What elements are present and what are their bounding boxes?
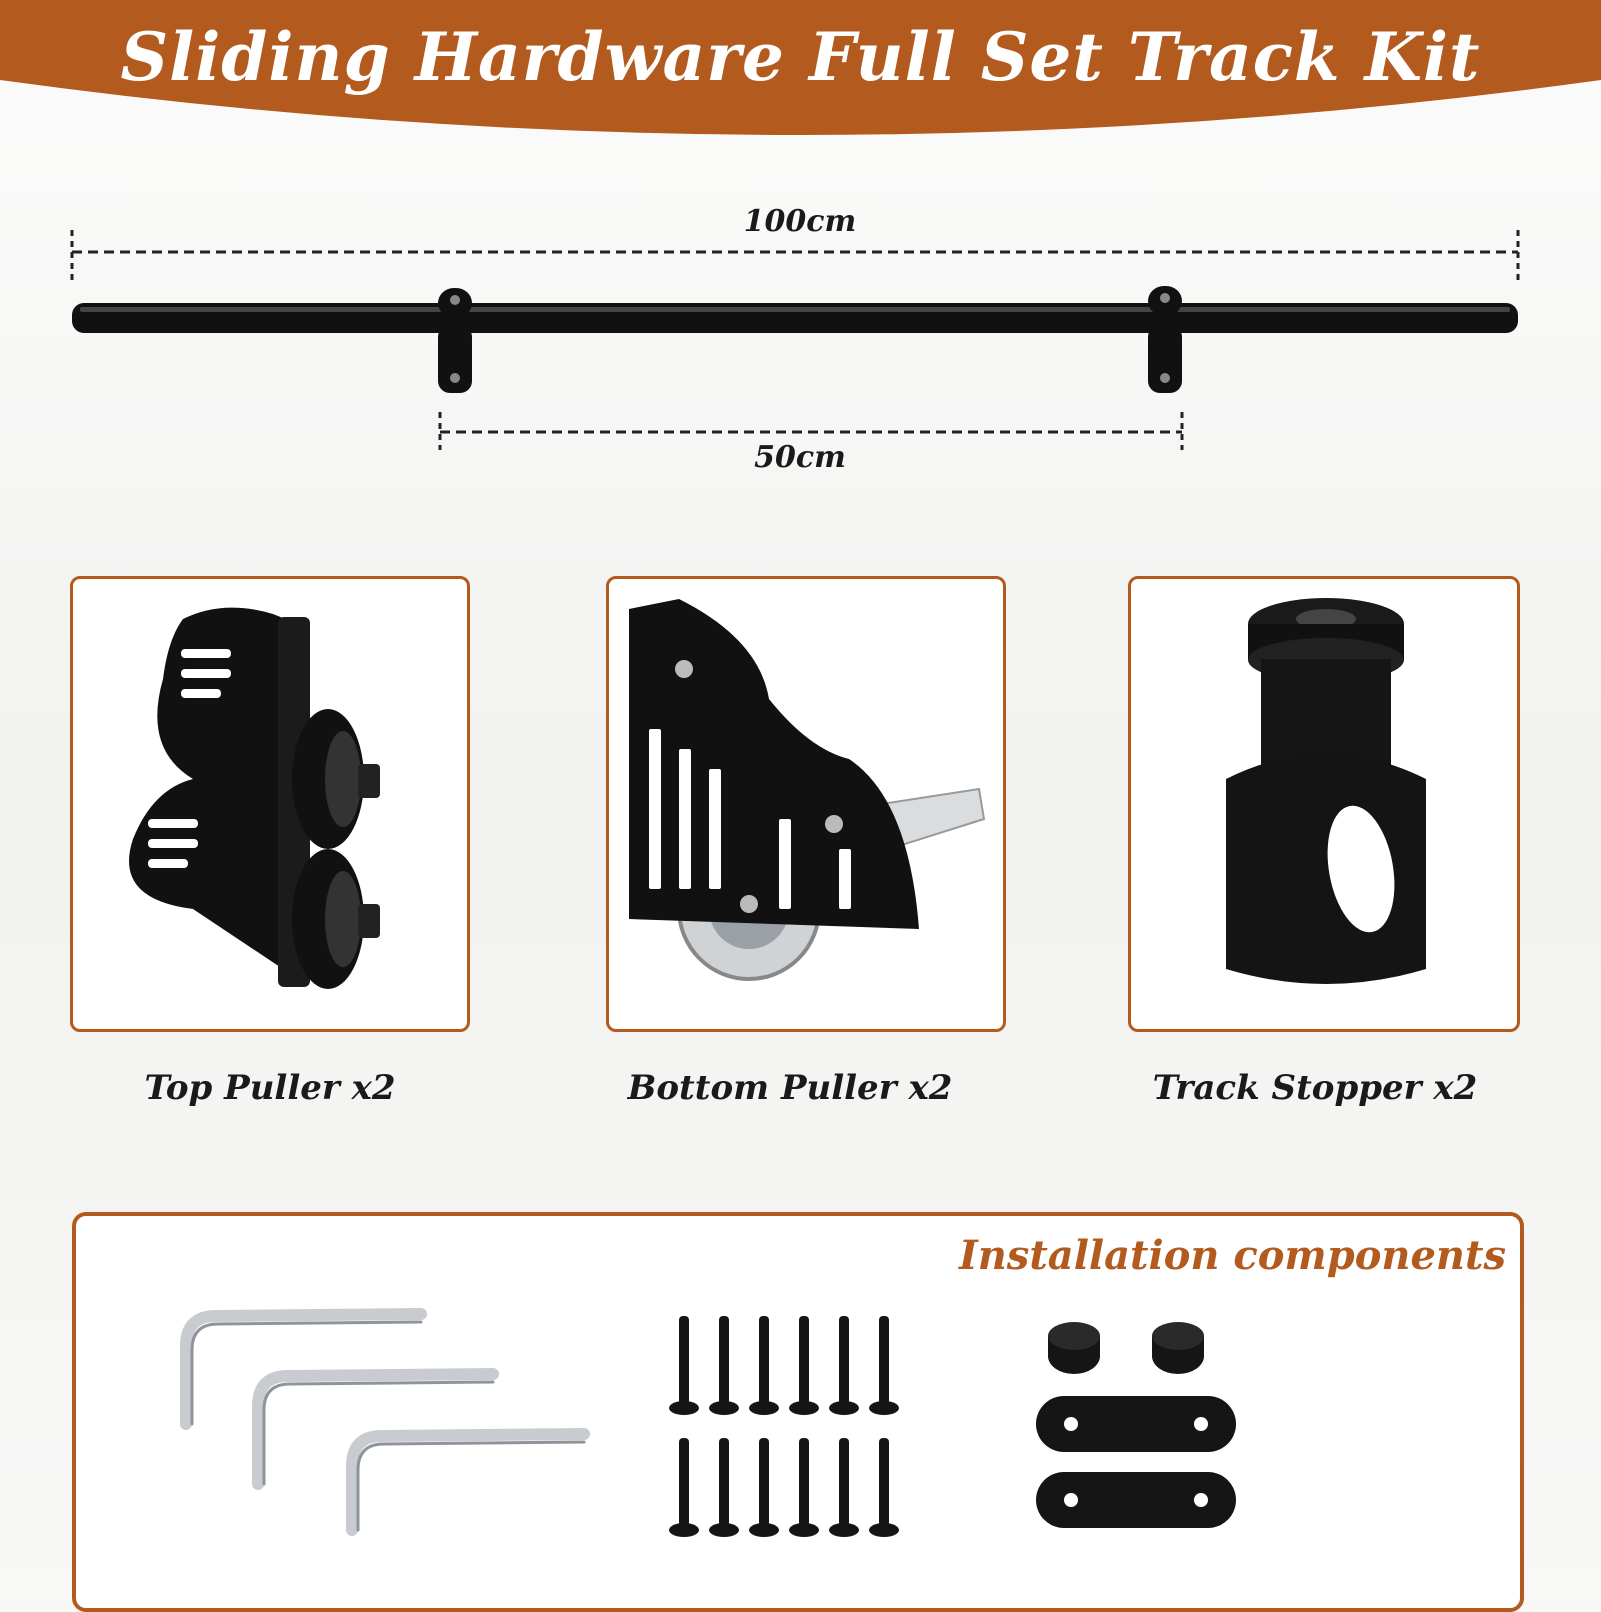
track-stopper-label: Track Stopper x2 (1152, 1068, 1478, 1108)
track-stopper-icon (1226, 598, 1426, 984)
wall-bracket-right (1148, 286, 1182, 393)
installation-items (180, 1308, 1236, 1537)
track-rail-diagram (70, 230, 1520, 450)
screw-icon (669, 1316, 899, 1537)
title-banner (0, 0, 1601, 135)
top-puller-icon (129, 607, 380, 989)
connector-plate-icon (1036, 1396, 1236, 1528)
hex-key-icon (190, 1320, 586, 1532)
hex-key-icon (180, 1308, 590, 1536)
track-length-label: 100cm (743, 204, 857, 239)
bracket-spacing-label: 50cm (754, 440, 846, 475)
wall-bracket-left (438, 288, 472, 393)
top-puller-label: Top Puller x2 (144, 1068, 396, 1108)
bottom-puller-icon (629, 599, 986, 981)
track-stopper-card (1128, 576, 1520, 1032)
page-title: Sliding Hardware Full Set Track Kit (120, 18, 1481, 96)
installation-components-panel: Installation components (72, 1212, 1524, 1612)
end-cap-icon (1048, 1322, 1204, 1374)
bottom-puller-card (606, 576, 1006, 1032)
top-puller-card (70, 576, 470, 1032)
bottom-puller-label: Bottom Puller x2 (627, 1068, 953, 1108)
installation-components-title: Installation components (959, 1232, 1506, 1279)
